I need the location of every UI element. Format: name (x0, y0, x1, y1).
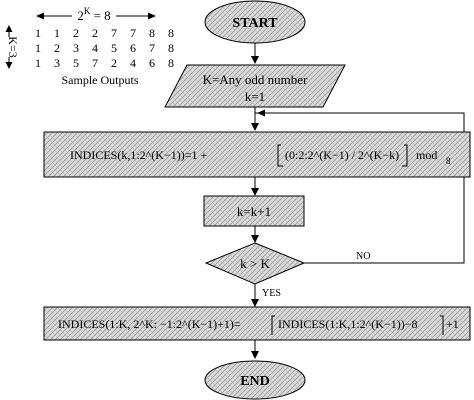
grid-cell: 6 (149, 56, 155, 70)
grid-cell: 5 (111, 41, 117, 55)
grid-cell: 8 (149, 26, 155, 40)
width-arrow-left-head (36, 12, 44, 20)
k-label: K=3 (6, 36, 20, 57)
grid-cell: 1 (54, 26, 60, 40)
grid-cell: 1 (35, 41, 41, 55)
grid-cell: 7 (111, 26, 117, 40)
start-terminal: START (204, 0, 306, 44)
indices-step1-box: INDICES(k,1:2^(K−1))=1 + (0:2:2^(K−1) / … (43, 131, 471, 178)
input-line1: K=Any odd number (203, 72, 308, 87)
grid-cell: 8 (168, 26, 174, 40)
end-terminal: END (204, 360, 306, 400)
start-label: START (232, 16, 278, 31)
increment-box: k=k+1 (203, 195, 305, 227)
k-arrow-top-head (5, 25, 13, 32)
step2-left: INDICES(1:K, 2^K: −1:2^(K−1)+1)= (58, 317, 241, 331)
grid-cell: 5 (73, 56, 79, 70)
grid-cell: 7 (92, 56, 98, 70)
k-arrow-bottom-head (5, 62, 13, 69)
grid-cell: 7 (130, 26, 136, 40)
connectors (251, 43, 465, 359)
sample-outputs-legend: 2K = 8 K=3 1 1 2 2 7 7 8 8 1 2 3 4 5 6 7… (1, 6, 174, 87)
grid-cell: 3 (73, 41, 79, 55)
step2-inner: INDICES(1:K,1:2^(K−1))−8 (278, 317, 417, 331)
indices-step2-box: INDICES(1:K, 2^K: −1:2^(K−1)+1)= INDICES… (43, 306, 471, 341)
step2-tail: +1 (446, 317, 459, 331)
ceil-bracket-left (271, 315, 275, 335)
increment-label: k=k+1 (237, 204, 271, 219)
grid-cell: 1 (35, 26, 41, 40)
floor-bracket-right (402, 144, 408, 167)
step1-inner: (0:2:2^(K−1) / 2^(K−k) (285, 148, 399, 162)
no-loop-arrowhead (257, 109, 265, 117)
grid-cell: 2 (92, 26, 98, 40)
grid-cell: 8 (168, 56, 174, 70)
connector-no-loop (255, 112, 465, 264)
step1-mod: mod (416, 148, 437, 162)
decision-diamond: k > K (204, 242, 306, 285)
yes-branch-label: YES (262, 288, 281, 299)
grid-cell: 3 (54, 56, 60, 70)
width-arrow-right-head (148, 12, 156, 20)
floor-bracket-left (277, 144, 283, 167)
grid-cell: 2 (54, 41, 60, 55)
step1-main: INDICES(k,1:2^(K−1))=1 + (70, 148, 207, 162)
grid-cell: 2 (111, 56, 117, 70)
grid-cell: 7 (149, 41, 155, 55)
grid-cell: 2 (73, 26, 79, 40)
step1-mod-subscript: 8 (446, 156, 451, 166)
grid-cell: 4 (130, 56, 136, 70)
sample-outputs-caption: Sample Outputs (62, 73, 139, 87)
grid-cell: 6 (130, 41, 136, 55)
no-branch-label: NO (356, 251, 370, 262)
width-label: 2K = 8 (77, 6, 110, 23)
grid-cell: 1 (35, 56, 41, 70)
input-line2: k=1 (245, 89, 265, 104)
decision-label: k > K (240, 256, 270, 271)
sample-grid: 1 1 2 2 7 7 8 8 1 2 3 4 5 6 7 8 1 3 5 7 … (35, 26, 174, 70)
grid-cell: 4 (92, 41, 98, 55)
input-parallelogram: K=Any odd number k=1 (164, 64, 346, 108)
ceil-bracket-right (440, 315, 444, 335)
end-label: END (240, 374, 270, 389)
grid-cell: 8 (168, 41, 174, 55)
